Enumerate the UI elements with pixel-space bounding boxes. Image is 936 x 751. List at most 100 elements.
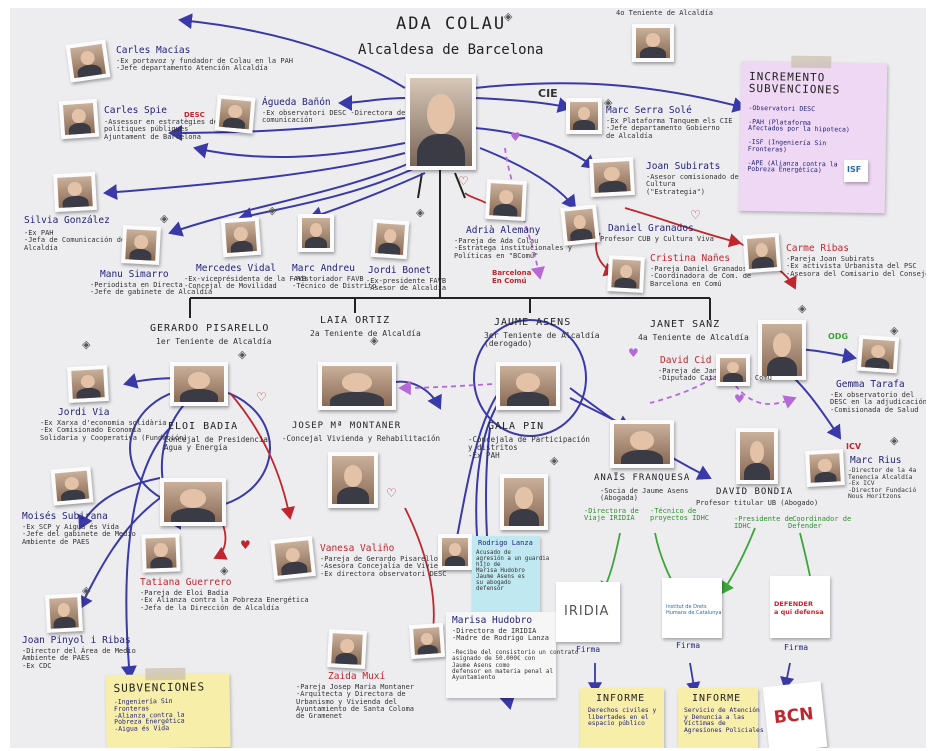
desc-marc-andreu: -Historiador FAVB -Técnico de Distrito <box>292 276 376 291</box>
photo-marisa-hudobro <box>409 623 445 659</box>
name-vanesa-valino: Vanesa Valiño <box>320 544 394 554</box>
desc-joan-subirats: -Asesor comisionado de Cultura ("Estrate… <box>646 174 739 196</box>
informe-2-title: INFORME <box>692 694 741 705</box>
defender-logo-text: DEFENDER a qui defensa <box>774 600 824 616</box>
tape <box>145 668 185 681</box>
informe-1-text: Derechos civiles y libertades en el espa… <box>588 708 656 728</box>
lieutenant-role-sanz: 4a Teniente de Alcaldía <box>638 334 749 342</box>
name-tatiana-guerrero: Tatiana Guerrero <box>140 578 232 588</box>
name-manu-simarro: Manu Simarro <box>100 270 169 280</box>
lieutenant-name-pisarello: GERARDO PISARELLO <box>150 324 269 335</box>
photo-gala-pin <box>500 474 548 530</box>
name-zaida-muxi: Zaida Muxí <box>328 672 385 682</box>
subvenciones-title: SUBVENCIONES <box>114 681 206 694</box>
name-marisa-hudobro: Marisa Hudobro <box>452 616 532 626</box>
role-green-defender: -Coordinador de Defender <box>788 516 851 531</box>
photo-marc-rius <box>805 449 845 487</box>
photo-jordi-via <box>67 365 109 403</box>
name-rodrigo-lanza: Rodrigo Lanza <box>478 540 533 547</box>
photo-zaida-muxi <box>327 629 367 669</box>
firma-label-3: Firma <box>784 644 808 652</box>
photo-jaume-asens <box>496 362 560 410</box>
desc-agueda-banon: -Ex observatori DESC -Directora de comun… <box>262 110 405 125</box>
desc-rodrigo-lanza: Acusado de agresión a un guardia hijo de… <box>476 550 549 593</box>
photo-unknown-top <box>632 24 674 62</box>
photo-eloi-badia <box>160 478 226 526</box>
heart-icon: ♡ <box>256 390 267 404</box>
isf-logo-text: ISF <box>847 165 861 174</box>
bcn-logo-text: BCN <box>773 704 815 728</box>
photo-adria-alemany <box>485 179 527 221</box>
incremento-title: INCREMENTO SUBVENCIONES <box>749 71 841 96</box>
mayor-name: ADA COLAU <box>396 14 506 34</box>
heart-icon: ♡ <box>458 174 469 188</box>
diamond-icon: ◈ <box>890 324 898 337</box>
photo-carles-macias <box>66 39 111 82</box>
diamond-icon: ◈ <box>890 434 898 447</box>
role-green-idhc-pres: -Presidente de IDHC <box>734 516 793 531</box>
icv-logo-text: ICV <box>846 442 861 451</box>
board: ADA COLAU Alcaldesa de Barcelona Carles … <box>10 8 926 748</box>
diamond-icon: ◈ <box>160 212 168 225</box>
idhc-logo-text: Institut de Drets Humans de Catalunya <box>666 604 721 616</box>
diamond-icon: ◈ <box>550 454 558 467</box>
photo-daniel-granados <box>560 204 600 246</box>
lieutenant-name-sanz: JANET SANZ <box>650 320 720 331</box>
photo-mercedes-vidal <box>221 217 262 258</box>
photo-marc-serra-sole <box>566 98 602 134</box>
photo-david-cid <box>716 354 750 386</box>
name-moises-subirana: Moisés Subirana <box>22 512 108 522</box>
photo-rodrigo-lanza <box>438 534 472 570</box>
name-marc-serra-sole: Marc Serra Solé <box>606 106 692 116</box>
diamond-icon: ◈ <box>416 206 424 219</box>
name-daniel-granados: Daniel Granados <box>608 224 694 234</box>
note-informe-2: INFORME Servicio de Atención y Denuncia … <box>678 688 758 748</box>
desc-adria-alemany: -Pareja de Ada Colau -Estratega instituc… <box>454 238 572 260</box>
heart-icon: ♥ <box>240 538 251 552</box>
photo-josep-montaner <box>328 452 378 508</box>
desc-iridia-contract: -Recibe del consistorio un contrato asig… <box>452 650 578 681</box>
desc-zaida-muxi: -Pareja Josep Maria Montaner -Arquitecta… <box>296 684 414 721</box>
desc-mercedes-vidal: -Ex-viceprésidenta de la FAVB -Concejal … <box>184 276 306 291</box>
diamond-icon: ◈ <box>604 96 612 109</box>
heart-icon: ♥ <box>628 346 639 360</box>
desc-daniel-granados: Profesor CUB y Cultura Viva <box>600 236 714 243</box>
photo-carme-ribas <box>743 233 782 273</box>
desc-marc-serra-sole: -Ex Plataforma Tanquem els CIE -Jefe dep… <box>606 118 732 140</box>
ada-colau-photo <box>406 74 476 170</box>
photo-vanesa-valino <box>270 536 316 580</box>
diamond-icon: ◈ <box>82 584 90 597</box>
diamond-icon: ◈ <box>798 302 806 315</box>
diamond-icon: ◈ <box>238 348 246 361</box>
name-jordi-via: Jordi Via <box>58 408 109 418</box>
isf-logo: ISF <box>844 160 868 182</box>
diamond-icon: ◈ <box>370 334 378 347</box>
desc-moises-subirana: -Ex SCP y Aigua és Vida -Jefe del gabine… <box>22 524 136 546</box>
desc-logo-text: DESC <box>184 111 205 119</box>
photo-tatiana-guerrero <box>141 533 180 572</box>
heart-icon: ♥ <box>510 130 521 144</box>
lieutenant-name-ortiz: LAIA ORTIZ <box>320 316 390 327</box>
mayor-role: Alcaldesa de Barcelona <box>358 42 543 58</box>
desc-joan-pinyol: -Director del Área de Medio Ambiente de … <box>22 648 136 670</box>
photo-david-bondia <box>736 428 778 484</box>
cie-logo: CIE <box>538 82 562 96</box>
iridia-logo-text: IRIDIA <box>564 604 609 619</box>
note-rodrigo-lanza: Rodrigo Lanza Acusado de agresión a un g… <box>472 536 540 612</box>
diamond-icon: ◈ <box>504 10 512 23</box>
desc-carme-ribas: -Pareja Joan Subirats -Ex activista Urba… <box>786 256 926 278</box>
desc-eloi-badia: Concejal de Presidencia, Agua y Energía <box>164 436 272 452</box>
idhc-logo: Institut de Drets Humans de Catalunya <box>662 578 722 638</box>
name-carles-macias: Carles Macías <box>116 46 190 56</box>
desc-silvia-gonzalez: -Ex PAH -Jefa de Comunicación de Alcaldí… <box>24 230 125 252</box>
photo-jordi-bonet <box>371 219 410 259</box>
photo-silvia-gonzalez <box>53 172 97 212</box>
desc-logo: DESC <box>184 102 210 112</box>
bcn-logo: BCN <box>763 681 828 748</box>
lieutenant-role-pisarello: 1er Teniente de Alcaldía <box>156 338 272 346</box>
name-marc-rius: Marc Rius <box>850 456 901 466</box>
lieutenant-role-ortiz: 2a Teniente de Alcaldía <box>310 330 421 338</box>
bcomu-logo-text: Barcelona En Comú <box>492 270 548 285</box>
name-david-bondia: DAVID BONDIA <box>716 488 793 497</box>
photo-agueda-banon <box>215 94 256 133</box>
